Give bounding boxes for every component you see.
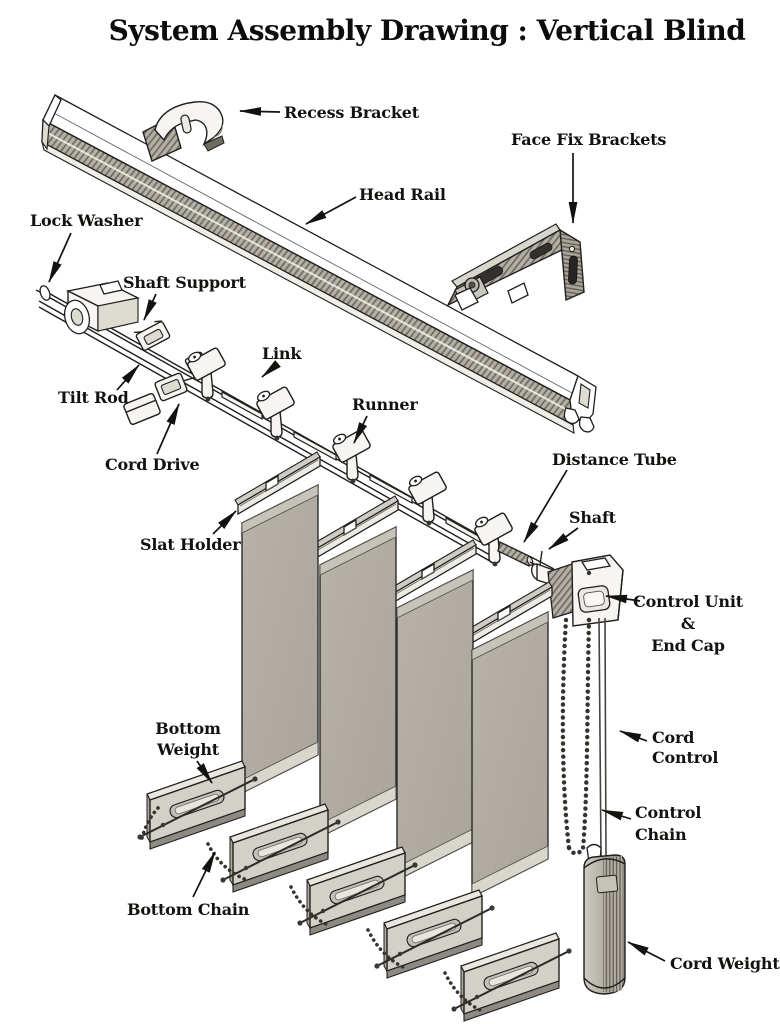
arrow-cord-drive [156,403,180,455]
label-bottom-weight-line2: Weight [156,740,220,759]
label-face-fix-brackets: Face Fix Brackets [511,130,666,149]
bottom-weight-4 [374,889,495,979]
recess-bracket [142,100,225,162]
label-shaft: Shaft [569,508,617,527]
cord-weight [583,843,626,995]
slat-holder-1 [234,451,321,516]
bottom-weight-2 [220,803,341,893]
lock-washer [35,285,51,301]
control-chain [560,617,592,856]
label-bottom-chain: Bottom Chain [127,900,250,919]
arrow-link [261,360,281,378]
control-unit [530,554,624,627]
label-link: Link [262,344,302,363]
label-control-unit-line2: & [681,614,696,633]
arrow-tilt-rod [116,364,140,391]
arrow-cord-control [619,730,648,743]
cord-drive-unit [123,372,198,425]
label-cord-control-line1: Cord [652,728,694,747]
label-lock-washer: Lock Washer [30,211,143,230]
link-bars [221,390,481,544]
label-cord-drive: Cord Drive [105,455,199,474]
shaft-support-clip [134,320,171,351]
arrow-lock-washer [48,232,72,283]
label-bottom-weight-line1: Bottom [155,719,221,738]
label-tilt-rod: Tilt Rod [58,388,129,407]
distance-tube [497,541,534,567]
arrow-control-unit [605,594,641,604]
slat-3 [396,568,474,882]
label-shaft-support: Shaft Support [123,273,247,292]
runner-1 [187,347,226,402]
arrow-distance-tube [523,469,568,543]
slat-1 [241,483,319,795]
annotation-arrows [48,107,666,962]
label-control-chain-line1: Control [635,803,701,822]
slat-4 [471,610,549,899]
head-rail [41,93,597,434]
label-control-unit-line1: Control Unit [633,592,744,611]
arrow-shaft-support [143,293,157,321]
label-head-rail: Head Rail [359,185,446,204]
face-fix-bracket [446,223,585,311]
bottom-weight-3 [297,846,418,936]
label-distance-tube: Distance Tube [552,450,677,469]
cord-control [598,617,607,858]
bottom-chains [140,806,482,1012]
tilt-drive-housing [63,280,141,335]
runner-5 [474,512,513,567]
arrow-slat-holder [212,510,237,535]
runner-2 [256,386,295,441]
label-cord-weight: Cord Weight [670,954,780,973]
page-title: System Assembly Drawing : Vertical Blind [109,14,746,47]
bottom-weight-5 [451,932,572,1022]
label-runner: Runner [352,395,418,414]
label-control-unit-line3: End Cap [651,636,724,655]
label-recess-bracket: Recess Bracket [284,103,420,122]
label-control-chain-line2: Chain [635,825,687,844]
arrow-bottom-weight [196,760,213,784]
arrow-runner [353,415,368,444]
label-cord-control-line2: Control [652,748,718,767]
arrow-control-chain [601,809,632,821]
arrow-recess-bracket [239,107,281,116]
arrow-cord-weight [627,941,666,962]
arrow-head-rail [305,196,357,225]
label-slat-holder: Slat Holder [140,535,241,554]
slat-2 [319,525,397,839]
runner-4 [408,471,447,526]
arrow-shaft [548,527,579,550]
arrow-bottom-chain [192,851,216,898]
